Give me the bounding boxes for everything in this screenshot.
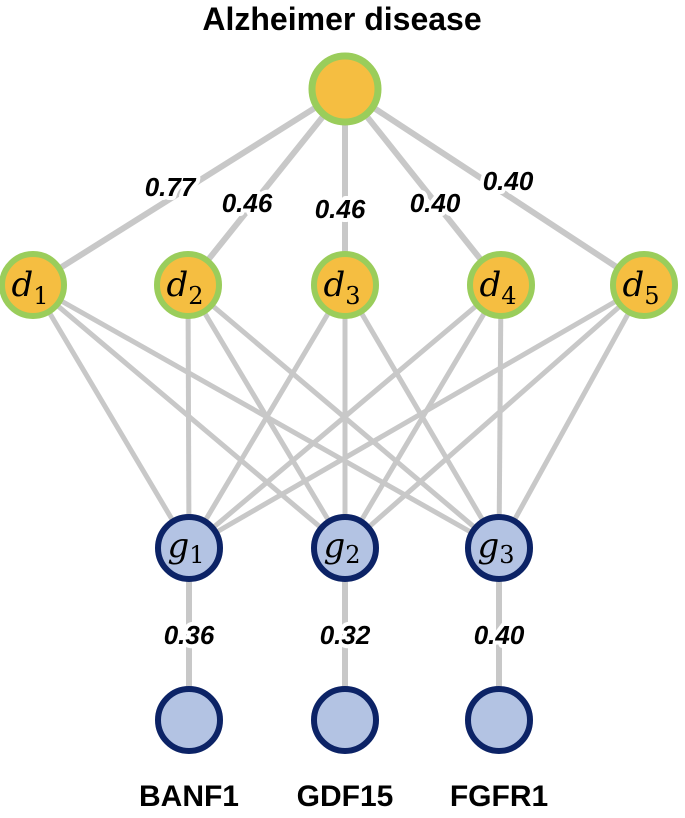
- edge-root-d2: [185, 87, 348, 287]
- node-g1: g1: [155, 514, 223, 582]
- weight-root-d2: 0.46: [222, 188, 273, 218]
- weights-layer: 0.77 0.46 0.46 0.40 0.40 0.36 0.32 0.40: [141, 162, 538, 654]
- weight-root-d5: 0.40: [483, 166, 534, 196]
- edge-root-d5: [343, 86, 646, 288]
- disease-root-node: [308, 52, 382, 126]
- edge-d5-g3: [496, 283, 647, 550]
- gene-label-gdf15: GDF15: [297, 780, 394, 813]
- gene-labels-layer: BANF1 GDF15 FGFR1: [139, 780, 548, 813]
- nodes-layer: d1 d2 d3 d4 d5 g1 g2 g3: [0, 52, 678, 754]
- node-g2-circle: [311, 514, 379, 582]
- node-g3-circle: [465, 514, 533, 582]
- edge-d5-g1: [187, 282, 646, 551]
- node-g1-circle: [155, 514, 223, 582]
- weight-g3-gene: 0.40: [474, 620, 525, 650]
- node-d3: d3: [311, 251, 379, 319]
- node-d5-label: d5: [622, 265, 659, 310]
- edge-d3-g1: [186, 283, 348, 550]
- weight-g2-gene: 0.32: [320, 620, 371, 650]
- node-d1: d1: [0, 251, 67, 319]
- node-d4-circle: [467, 251, 535, 319]
- node-g2-label: g2: [323, 526, 360, 569]
- gene-label-fgfr1: FGFR1: [450, 780, 548, 813]
- gene-node-fgfr1: [465, 686, 533, 754]
- node-d2-circle: [154, 251, 222, 319]
- edge-d4-g1: [187, 283, 503, 550]
- node-g3: g3: [465, 514, 533, 582]
- edge-d4-g3: [496, 284, 504, 549]
- edge-d2-g1: [185, 284, 192, 549]
- gene-label-banf1: BANF1: [139, 780, 239, 813]
- edge-root-d1: [31, 86, 347, 288]
- edge-root-d4: [342, 87, 504, 287]
- node-d4: d4: [467, 251, 535, 319]
- weight-g1-gene: 0.36: [164, 620, 215, 650]
- gene-node-banf1: [155, 686, 223, 754]
- node-d1-circle: [0, 251, 67, 319]
- node-g2: g2: [311, 514, 379, 582]
- edge-d4-g2: [342, 283, 504, 550]
- edge-d1-g1: [30, 283, 192, 550]
- weight-root-d3: 0.46: [315, 194, 366, 224]
- node-d3-circle: [311, 251, 379, 319]
- edge-d5-g2: [343, 283, 646, 550]
- node-d5-circle: [610, 251, 678, 319]
- weight-root-d1: 0.77: [145, 172, 197, 202]
- diagram-title: Alzheimer disease: [202, 1, 481, 37]
- node-d2: d2: [154, 251, 222, 319]
- node-d5: d5: [610, 251, 678, 319]
- weight-root-d4: 0.40: [410, 188, 461, 218]
- gene-node-gdf15: [311, 686, 379, 754]
